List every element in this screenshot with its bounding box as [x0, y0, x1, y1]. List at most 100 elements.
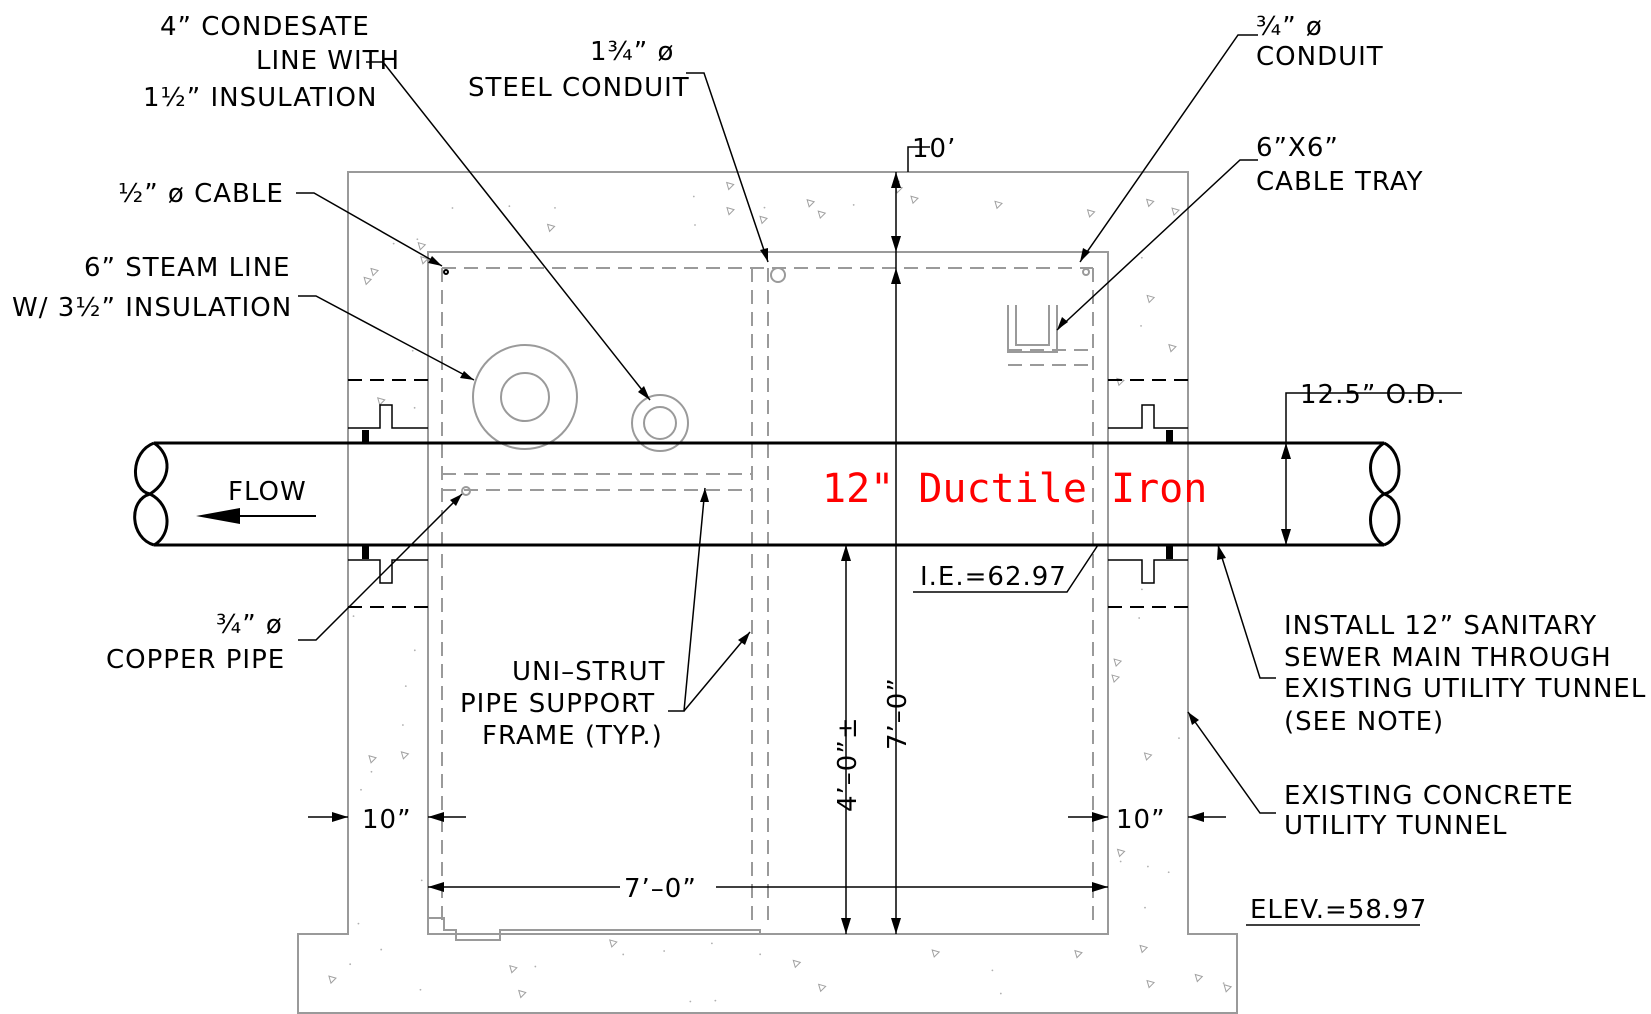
- cable-tray: [1007, 305, 1093, 366]
- aggregate-dot: [759, 953, 762, 956]
- invert-leader: [913, 544, 1099, 593]
- aggregate-triangle: [509, 964, 518, 974]
- aggregate-triangle: [377, 397, 386, 406]
- concrete-aggregate-texture: [328, 180, 1233, 1003]
- floor-elevation-label: ELEV.=58.97: [1250, 895, 1427, 925]
- steel-conduit-callout: 1¾” ø STEEL CONDUIT: [468, 37, 690, 103]
- aggregate-triangle: [931, 949, 941, 958]
- aggregate-dot: [411, 349, 414, 352]
- invert-height-dimension: [841, 545, 851, 934]
- aggregate-dot: [352, 615, 355, 618]
- aggregate-dot: [1178, 737, 1180, 739]
- aggregate-dot: [508, 205, 511, 208]
- aggregate-dot: [991, 969, 994, 972]
- steel-conduit-line-2: STEEL CONDUIT: [468, 73, 690, 103]
- cable-tray-line-2: CABLE TRAY: [1256, 167, 1424, 197]
- cable-callout: ½” ø CABLE: [118, 179, 284, 209]
- aggregate-triangle: [420, 256, 429, 265]
- right-wall-thickness-label: 10”: [1116, 805, 1166, 835]
- conduit-callout: ¾” ø CONDUIT: [1256, 12, 1384, 72]
- aggregate-triangle: [725, 181, 735, 191]
- aggregate-dot: [534, 965, 537, 968]
- aggregate-dot: [763, 206, 766, 209]
- aggregate-triangle: [1223, 984, 1233, 993]
- aggregate-triangle: [1194, 973, 1204, 983]
- aggregate-triangle: [518, 989, 527, 999]
- flow-arrow: [196, 508, 316, 524]
- aggregate-dot: [1167, 871, 1170, 874]
- aggregate-dot: [1144, 906, 1146, 909]
- conduit-3-4: [1082, 268, 1090, 276]
- aggregate-dot: [360, 788, 362, 791]
- steel-conduit-line-1: 1¾” ø: [590, 37, 674, 67]
- conduit-line-2: CONDUIT: [1256, 42, 1384, 72]
- left-wall-thickness-label: 10”: [362, 805, 412, 835]
- aggregate-triangle: [994, 200, 1003, 210]
- steel-conduit: [770, 267, 786, 283]
- aggregate-triangle: [368, 755, 377, 764]
- aggregate-dot: [413, 649, 416, 652]
- aggregate-dot: [622, 953, 625, 956]
- top-clearance-dimension: [891, 146, 930, 252]
- copper-callout: ¾” ø COPPER PIPE: [106, 610, 285, 675]
- conduit-line-1: ¾” ø: [1256, 12, 1323, 42]
- condensate-callout: 4” CONDESATE LINE WITH 1½” INSULATION: [143, 12, 400, 113]
- aggregate-triangle: [792, 959, 802, 969]
- interior-width-label: 7’–0”: [624, 874, 697, 904]
- aggregate-triangle: [806, 199, 816, 208]
- condensate-line-2: LINE WITH: [256, 46, 400, 76]
- pipe-od-label: 12.5” O.D.: [1300, 380, 1446, 410]
- aggregate-dot: [710, 942, 713, 945]
- copper-line-2: COPPER PIPE: [106, 645, 285, 675]
- ductile-iron-pipe: [133, 441, 1401, 547]
- cable-tray-line-1: 6”X6”: [1256, 133, 1339, 163]
- wall-sleeve-left: [348, 379, 428, 608]
- aggregate-triangle: [328, 975, 337, 985]
- aggregate-dot: [1138, 617, 1141, 619]
- wall-sleeve-right: [1108, 379, 1188, 608]
- copper-pipe: [461, 486, 471, 496]
- aggregate-triangle: [1143, 752, 1153, 761]
- invert-height-label: 4’–0”±: [833, 716, 863, 812]
- existing-tunnel-callout: EXISTING CONCRETE UTILITY TUNNEL: [1284, 781, 1573, 841]
- aggregate-dot: [1147, 865, 1149, 868]
- copper-line-1: ¾” ø: [216, 610, 283, 640]
- install-note-line-3: EXISTING UTILITY TUNNEL: [1284, 674, 1646, 704]
- existing-tunnel-line-2: UTILITY TUNNEL: [1284, 811, 1508, 841]
- unistrut-callout: UNI–STRUT PIPE SUPPORT FRAME (TYP.): [460, 657, 666, 751]
- aggregate-dot: [402, 724, 404, 726]
- aggregate-dot: [694, 224, 696, 226]
- condensate-line: [631, 394, 689, 452]
- aggregate-dot: [413, 406, 416, 409]
- aggregate-triangle: [1146, 294, 1156, 304]
- interior-width-dimension: [428, 882, 1108, 892]
- aggregate-triangle: [817, 983, 827, 993]
- cable-tray-callout: 6”X6” CABLE TRAY: [1256, 133, 1424, 197]
- install-note-line-2: SEWER MAIN THROUGH: [1284, 643, 1612, 673]
- aggregate-dot: [852, 204, 855, 206]
- aggregate-dot: [420, 879, 423, 882]
- aggregate-dot: [419, 988, 422, 991]
- condensate-line-3: 1½” INSULATION: [143, 83, 377, 113]
- aggregate-dot: [714, 999, 717, 1002]
- aggregate-triangle: [363, 276, 373, 286]
- aggregate-dot: [357, 922, 360, 925]
- aggregate-triangle: [817, 210, 827, 220]
- aggregate-dot: [1222, 982, 1225, 984]
- aggregate-triangle: [1116, 848, 1126, 858]
- install-note-line-4: (SEE NOTE): [1284, 707, 1444, 737]
- aggregate-dot: [692, 195, 695, 198]
- aggregate-dot: [1119, 860, 1122, 863]
- aggregate-triangle: [1074, 949, 1083, 959]
- aggregate-triangle: [726, 206, 735, 216]
- pipe-od-dimension: [1281, 392, 1462, 545]
- unistrut-line-1: UNI–STRUT: [512, 657, 666, 687]
- install-note-line-1: INSTALL 12” SANITARY: [1284, 611, 1597, 641]
- aggregate-dot: [392, 242, 395, 245]
- aggregate-triangle: [1086, 209, 1096, 218]
- aggregate-dot: [1140, 325, 1142, 327]
- aggregate-dot: [689, 1000, 692, 1003]
- aggregate-dot: [554, 207, 556, 209]
- condensate-line-1: 4” CONDESATE: [160, 12, 370, 42]
